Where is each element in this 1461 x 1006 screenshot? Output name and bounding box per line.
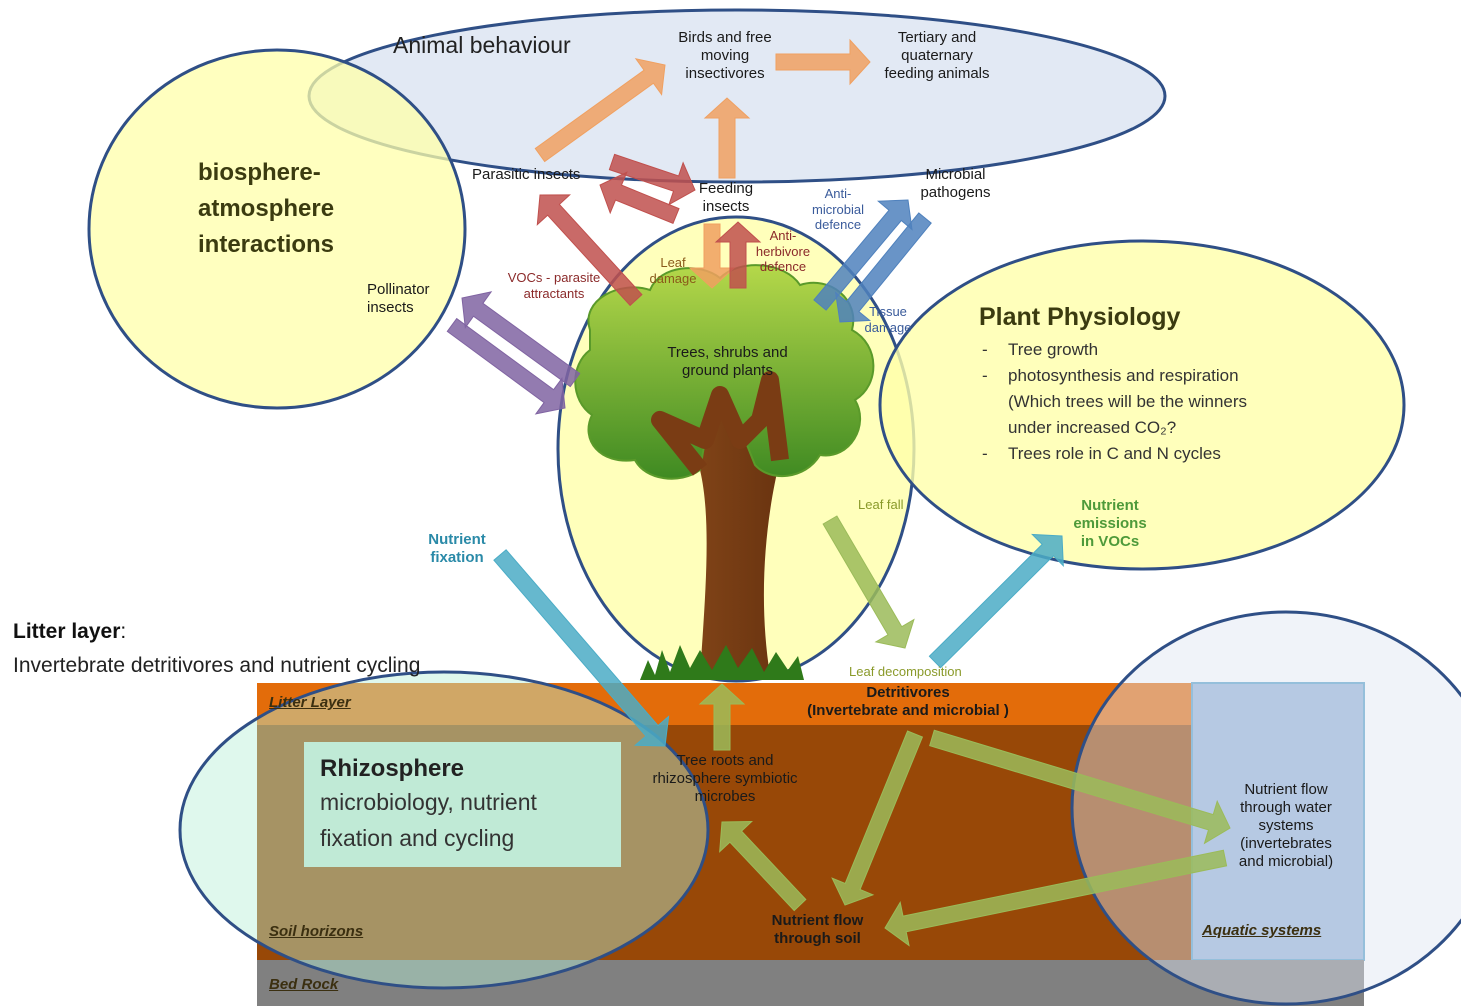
- plant-physiology-title: Plant Physiology: [979, 303, 1181, 331]
- arrow-feeding-to-birds: [703, 97, 751, 179]
- tree-illustration: [574, 264, 875, 680]
- arrow-feeding-to-tree: [688, 223, 736, 289]
- bed-rock-tag: Bed Rock: [269, 976, 339, 993]
- arrow-water-to-soil: [884, 849, 1228, 947]
- arrow-detritivores-to-soil: [831, 730, 924, 906]
- rhizosphere-title: Rhizosphere: [320, 755, 465, 782]
- arrow-leaf-fall: [822, 515, 915, 649]
- plant-physiology-list: Tree growth photosynthesis and respirati…: [978, 337, 1268, 467]
- litter-layer-tag: Litter Layer: [269, 694, 351, 711]
- soil-horizons-tag: Soil horizons: [269, 923, 364, 940]
- animal-behaviour-label: Animal behaviour: [393, 32, 571, 58]
- arrow-tree-to-pathogens: [813, 199, 913, 311]
- arrow-nutrient-fixation: [493, 549, 670, 747]
- aquatic-ellipse: [1070, 610, 1461, 1006]
- bed-rock-band: [257, 960, 1364, 1006]
- arrow-tree-to-pollinator: [461, 291, 581, 388]
- parasitic-insects-label: Parasitic insects: [472, 166, 581, 183]
- plant-physiology-item: photosynthesis and respiration (Which tr…: [978, 363, 1268, 441]
- arrow-detritivores-to-water: [929, 729, 1231, 845]
- litter-layer-description: Invertebrate detritivores and nutrient c…: [13, 654, 421, 677]
- arrow-feeding-to-parasitic: [599, 171, 680, 225]
- arrow-nutrient-emissions: [928, 533, 1064, 669]
- litter-layer-heading: Litter layer:: [13, 620, 127, 643]
- arrow-pathogens-to-tree: [834, 212, 932, 323]
- arrow-birds-to-tertiary: [775, 38, 871, 86]
- arrow-pollinator-to-tree: [446, 317, 566, 415]
- leaf-fall-label: Leaf fall: [858, 497, 904, 512]
- biosphere-atmosphere-ellipse: [87, 48, 467, 410]
- arrow-roots-to-tree: [698, 683, 746, 751]
- plant-physiology-item: Trees role in C and N cycles: [978, 441, 1268, 467]
- leaf-decomposition-label: Leaf decomposition: [849, 664, 962, 679]
- arrow-parasitic-to-feeding: [608, 153, 696, 206]
- detritivores-label: Detritivores(Invertebrate and microbial …: [807, 684, 1009, 719]
- arrow-soil-to-roots: [719, 820, 807, 912]
- aquatic-systems-tag: Aquatic systems: [1202, 922, 1322, 939]
- plant-physiology-item: Tree growth: [978, 337, 1268, 363]
- arrow-parasitic-to-birds: [534, 58, 666, 163]
- arrow-tree-to-parasitic: [536, 194, 643, 307]
- arrow-tree-to-feeding: [714, 221, 762, 289]
